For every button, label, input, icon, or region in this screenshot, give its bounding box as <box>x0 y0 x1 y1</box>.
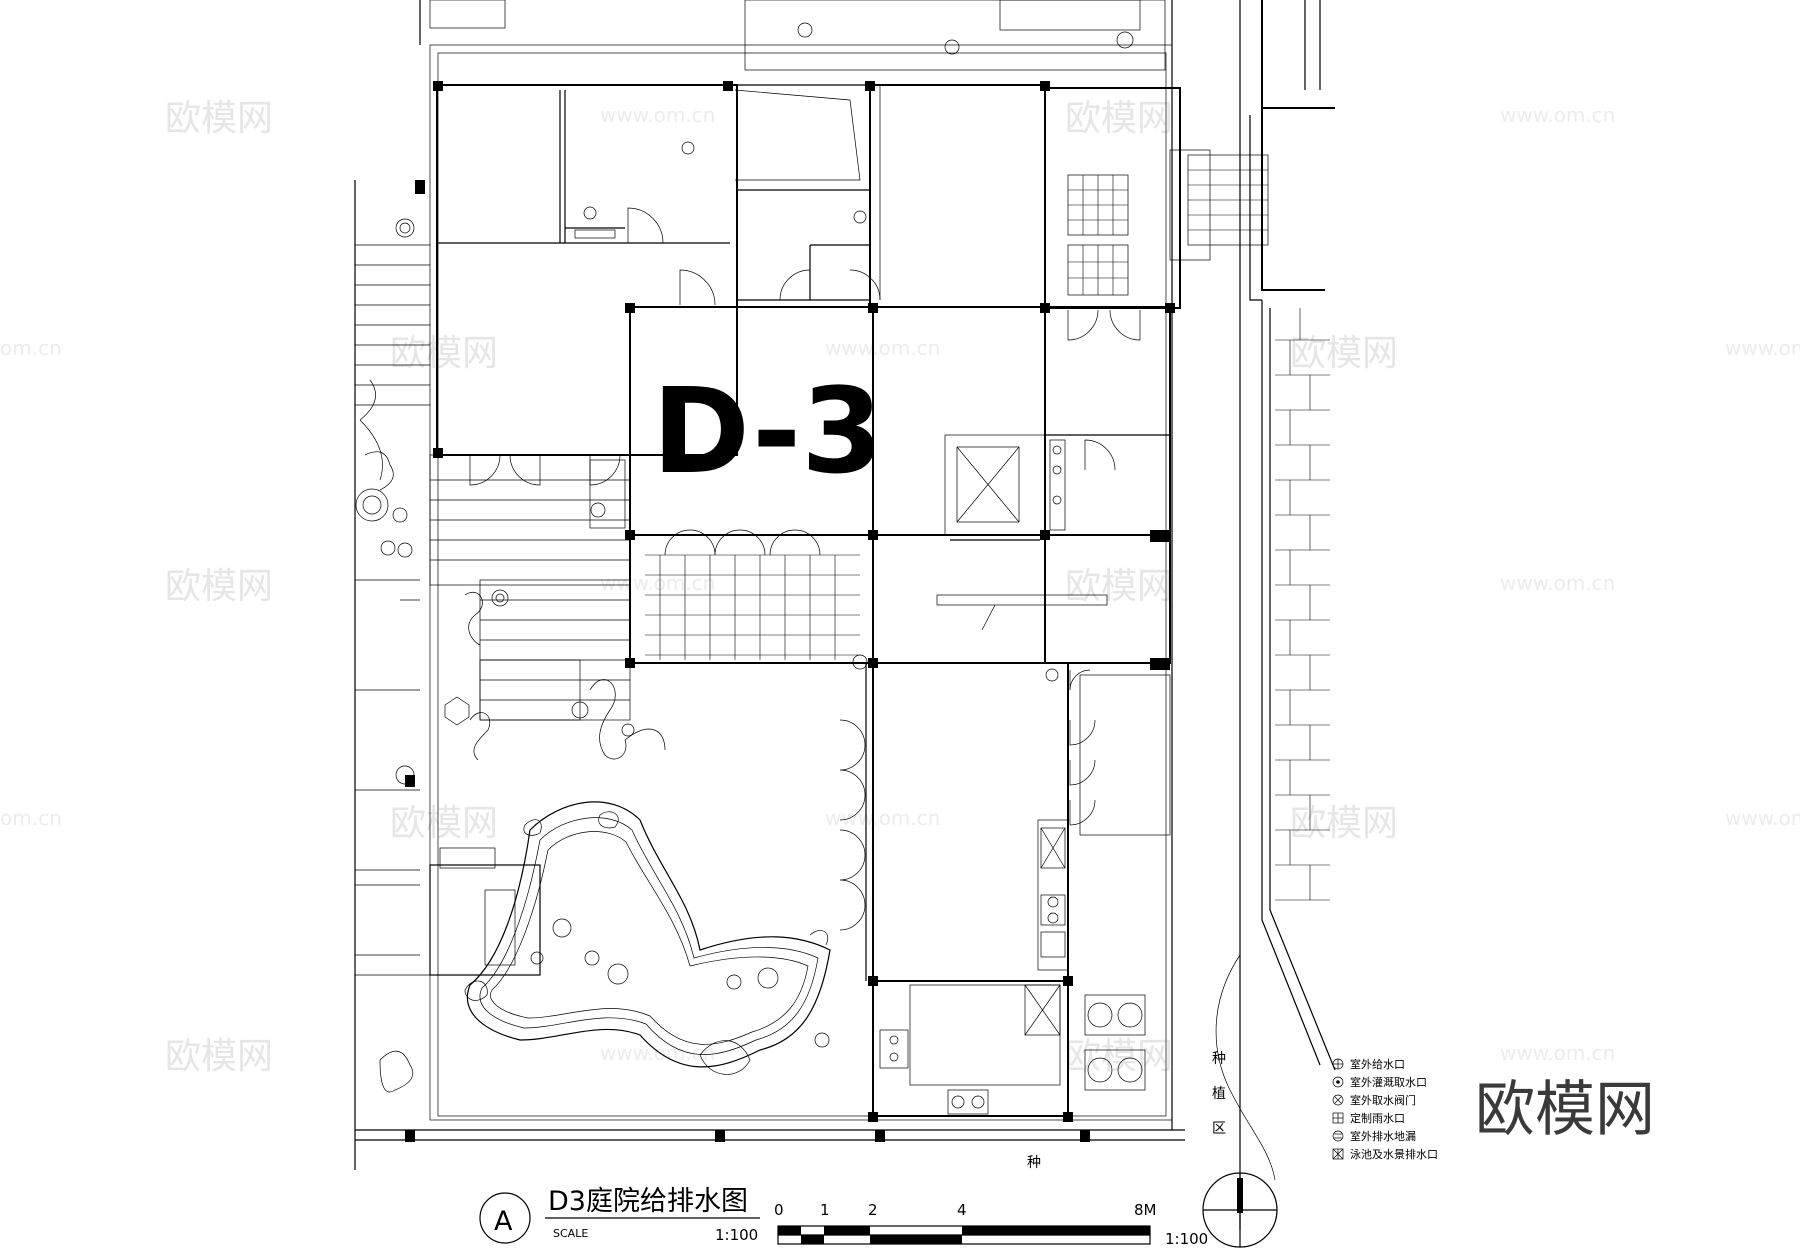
scale-tick-label: 1 <box>820 1201 830 1219</box>
legend-item: 室外排水地漏 <box>1332 1129 1416 1143</box>
watermark-brand: 欧模网 <box>1065 1036 1173 1077</box>
scale-bar: 0 1 2 4 8M 1:100 <box>774 1201 1208 1248</box>
dot-circle-icon <box>1332 1076 1344 1088</box>
watermark-url: www.om.cn <box>600 571 715 595</box>
watermark-url: www.om.cn <box>1500 571 1615 595</box>
watermark-url: www.om.cn <box>600 103 715 127</box>
hatched-circle-icon <box>1332 1130 1344 1142</box>
brick-wall <box>1215 0 1336 1181</box>
watermark-brand: 欧模网 <box>1065 566 1173 607</box>
watermark-url: www.om.cn <box>1500 1041 1615 1065</box>
watermark-brand: 欧模网 <box>1290 333 1398 374</box>
drawing-title: D3庭院给排水图 <box>548 1186 748 1217</box>
scale-word: SCALE <box>553 1227 588 1240</box>
legend-item: 室外给水口 <box>1332 1057 1405 1071</box>
scale-tick-label: 2 <box>868 1201 878 1219</box>
title-scale-ratio: 1:100 <box>715 1226 758 1244</box>
legend-item: 泳池及水景排水口 <box>1332 1147 1438 1161</box>
crosshair-circle-icon <box>1332 1058 1344 1070</box>
watermark-url: www.om.cn <box>1725 806 1800 830</box>
building-walls <box>429 84 1181 1117</box>
watermark-layer: 欧模网 www.om.cn 欧模网 www.om.cn om.cn 欧模网 ww… <box>0 98 1800 1077</box>
legend-label: 定制雨水口 <box>1350 1111 1405 1125</box>
watermark-brand: 欧模网 <box>1290 803 1398 844</box>
planting-label-char: 区 <box>1212 1121 1226 1137</box>
watermark-brand: 欧模网 <box>390 333 498 374</box>
watermark-brand: 欧模网 <box>165 98 273 139</box>
drain-points <box>397 22 1134 1048</box>
watermark-url: www.om.cn <box>825 336 940 360</box>
watermark-url-partial: om.cn <box>0 806 62 830</box>
scale-tick-label: 0 <box>774 1201 784 1219</box>
legend-item: 室外取水阀门 <box>1332 1093 1416 1107</box>
watermark-brand: 欧模网 <box>165 1036 273 1077</box>
watermark-url: www.om.cn <box>600 1041 715 1065</box>
legend-label: 室外取水阀门 <box>1350 1093 1416 1107</box>
planting-zone-label: 种 植 区 <box>1212 1051 1226 1137</box>
north-arrow-icon <box>1202 1172 1278 1248</box>
star-square-icon <box>1332 1148 1344 1160</box>
legend-item: 定制雨水口 <box>1332 1111 1405 1125</box>
legend: 室外给水口 室外灌溉取水口 室外取水阀门 定制雨水口 <box>1332 1057 1438 1161</box>
legend-label: 室外灌溉取水口 <box>1350 1075 1427 1089</box>
scale-bar-ratio: 1:100 <box>1165 1230 1208 1248</box>
left-strip <box>355 218 430 1093</box>
watermark-brand: 欧模网 <box>1065 98 1173 139</box>
planting-label-char: 植 <box>1212 1086 1226 1102</box>
watermark-brand: 欧模网 <box>165 566 273 607</box>
service-tiles <box>1067 149 1269 296</box>
brand-watermark: 欧模网 <box>1475 1075 1655 1145</box>
legend-label: 泳池及水景排水口 <box>1350 1147 1438 1161</box>
x-circle-icon <box>1332 1094 1344 1106</box>
structural-columns <box>405 81 1175 1142</box>
terrace-tiles <box>645 529 860 660</box>
watermark-brand: 欧模网 <box>390 803 498 844</box>
legend-label: 室外给水口 <box>1350 1057 1405 1071</box>
legend-label: 室外排水地漏 <box>1350 1129 1416 1143</box>
unit-label: D-3 <box>652 362 883 500</box>
watermark-url: www.om.cn <box>1725 336 1800 360</box>
scale-tick-label: 4 <box>957 1201 967 1219</box>
watermark-url: www.om.cn <box>825 806 940 830</box>
planting-label-char: 种 <box>1212 1051 1226 1067</box>
legend-item: 室外灌溉取水口 <box>1332 1075 1427 1089</box>
title-block: A D3庭院给排水图 SCALE 1:100 <box>479 1186 760 1244</box>
watermark-url-partial: om.cn <box>0 336 62 360</box>
title-marker: A <box>494 1206 513 1237</box>
rockery-pond <box>444 592 831 1075</box>
planting-label-bottom: 种 <box>1027 1155 1041 1171</box>
scale-tick-label: 8M <box>1134 1201 1157 1219</box>
grid-square-icon <box>1332 1112 1344 1124</box>
watermark-url: www.om.cn <box>1500 103 1615 127</box>
